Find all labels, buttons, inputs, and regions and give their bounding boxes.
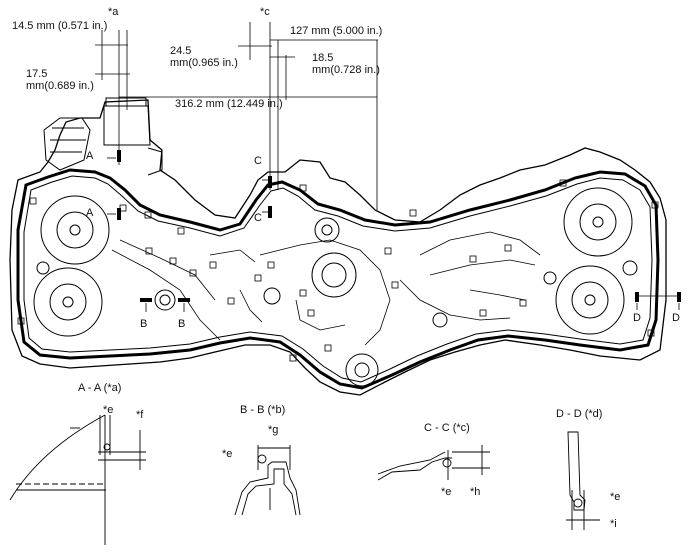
marker-a-top: A	[86, 150, 94, 162]
marker-b-left: B	[140, 318, 148, 330]
section-dd-detail	[566, 431, 600, 530]
dim-14-5: 14.5 mm (0.571 in.)	[12, 20, 108, 32]
marker-d-right: D	[672, 312, 680, 324]
cover-outline	[9, 99, 667, 396]
callout-e-cc: *e	[441, 486, 452, 498]
section-bb-detail	[234, 445, 301, 516]
dim-127: 127 mm (5.000 in.)	[290, 25, 383, 37]
callout-e-aa: *e	[103, 404, 114, 416]
section-title-dd: D - D (*d)	[556, 408, 603, 420]
callout-f: *f	[136, 409, 144, 421]
section-cut-marks	[107, 150, 681, 312]
callout-e-bb: *e	[222, 448, 233, 460]
section-cc-detail	[377, 445, 490, 481]
callout-c: *c	[260, 6, 270, 18]
interior-ribs	[111, 231, 541, 346]
callout-a: *a	[108, 6, 119, 18]
dim-17-5: 17.5 mm(0.689 in.)	[26, 68, 94, 92]
oil-filler-cap	[43, 97, 163, 176]
callout-e-dd: *e	[610, 491, 621, 503]
section-aa-detail	[9, 414, 146, 545]
callout-i: *i	[610, 518, 617, 530]
dim-18-5: 18.5 mm(0.728 in.)	[312, 52, 380, 76]
callout-g: *g	[268, 424, 279, 436]
marker-d-left: D	[633, 312, 641, 324]
callout-h: *h	[470, 486, 481, 498]
dim-316-2: 316.2 mm (12.449 in.)	[175, 98, 283, 110]
pulleys	[33, 187, 638, 387]
bolt-markers	[17, 179, 659, 362]
dimension-lines	[95, 22, 378, 210]
marker-c-bottom: C	[254, 212, 262, 224]
marker-c-top: C	[254, 155, 262, 167]
marker-a-bottom: A	[86, 207, 94, 219]
dim-24-5: 24.5 mm(0.965 in.)	[170, 45, 238, 69]
marker-b-right: B	[178, 318, 186, 330]
section-title-aa: A - A (*a)	[78, 382, 122, 394]
section-title-cc: C - C (*c)	[424, 422, 470, 434]
section-title-bb: B - B (*b)	[240, 404, 286, 416]
